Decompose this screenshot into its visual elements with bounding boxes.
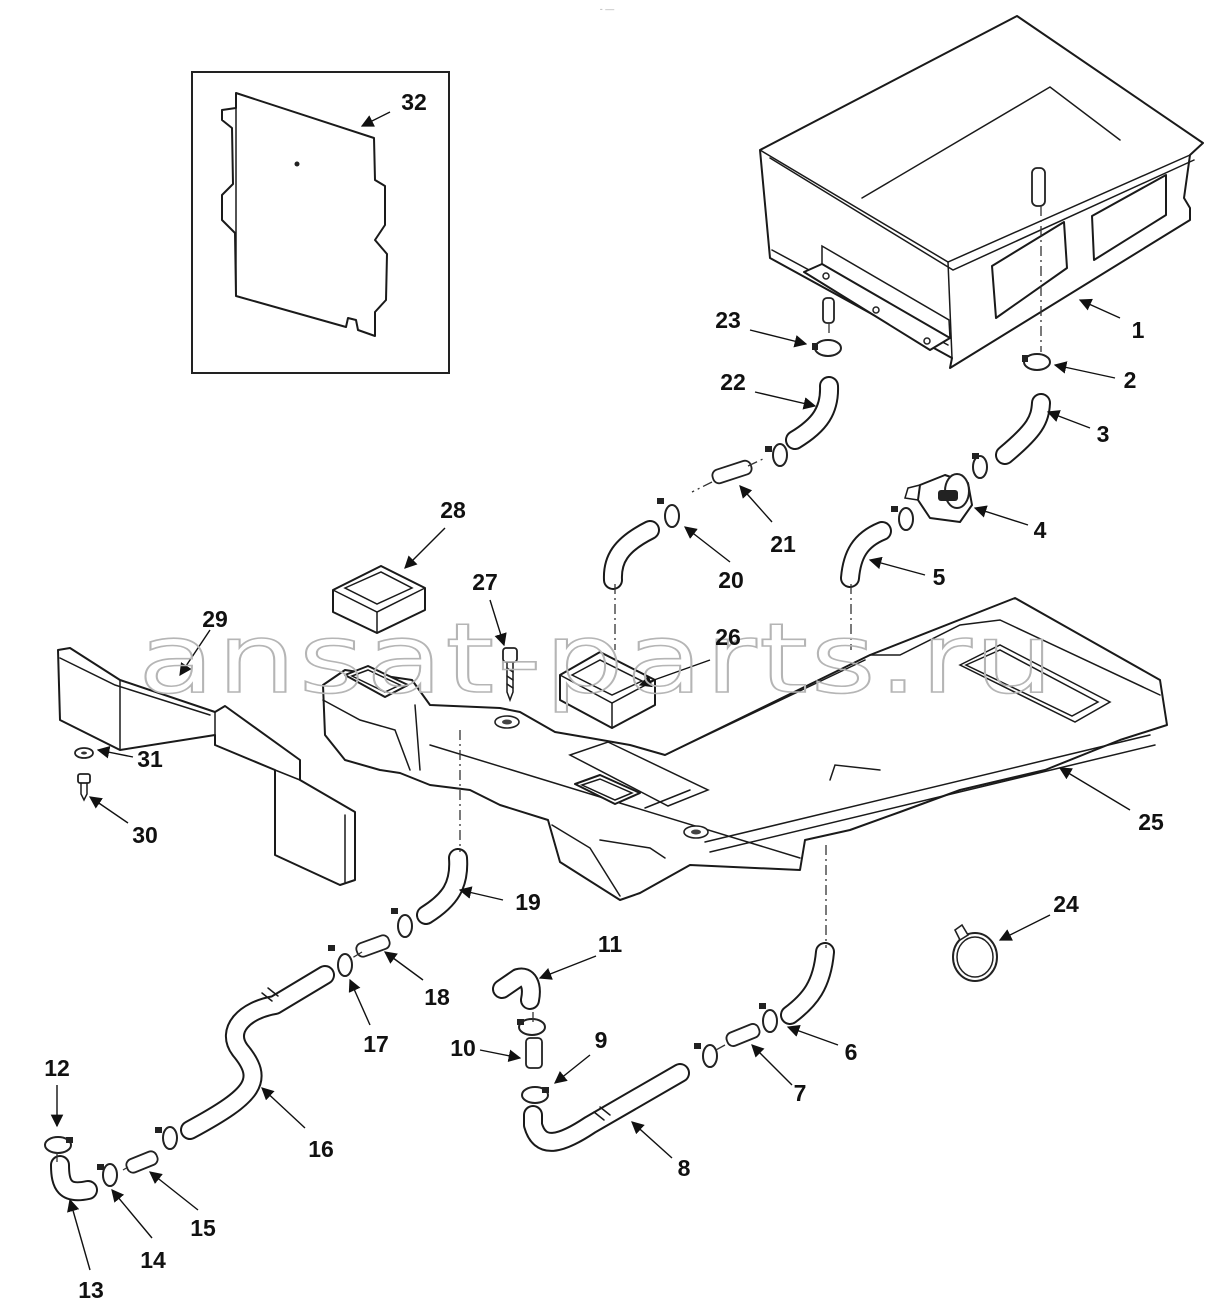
callout-26: 26 [715, 624, 741, 650]
main-duct [322, 597, 1168, 901]
callout-28: 28 [440, 497, 466, 523]
watermark: ansat-parts.ru [138, 603, 1056, 715]
callout-3: 3 [1097, 421, 1110, 447]
callout-22: 22 [720, 369, 746, 395]
callout-31: 31 [137, 746, 163, 772]
tubes [125, 459, 761, 1174]
callout-15: 15 [190, 1215, 216, 1241]
callout-6: 6 [845, 1039, 858, 1065]
inset-panel [191, 71, 450, 374]
assembly-lines [56, 206, 1042, 1171]
callout-8: 8 [678, 1155, 691, 1181]
callout-19: 19 [515, 889, 541, 915]
duct-adapter-28 [332, 565, 426, 634]
callout-24: 24 [1053, 891, 1079, 917]
callout-14: 14 [140, 1247, 166, 1273]
callout-27: 27 [472, 569, 498, 595]
callout-1: 1 [1132, 317, 1145, 343]
callout-2: 2 [1124, 367, 1137, 393]
callout-labels: 1 2 3 4 5 6 7 8 9 10 11 12 13 14 15 16 1… [44, 89, 1164, 1303]
callout-4: 4 [1034, 517, 1047, 543]
callout-5: 5 [933, 564, 946, 590]
callout-11: 11 [598, 931, 623, 957]
callout-13: 13 [78, 1277, 104, 1303]
callout-18: 18 [424, 984, 450, 1010]
callout-10: 10 [450, 1035, 476, 1061]
duct-adapter-26 [559, 651, 656, 729]
callout-12: 12 [44, 1055, 70, 1081]
washer-31 [74, 747, 94, 759]
callout-30: 30 [132, 822, 158, 848]
callout-7: 7 [794, 1080, 807, 1106]
water-valve [904, 473, 973, 523]
header-mark: - — [600, 4, 615, 14]
callout-23: 23 [715, 307, 741, 333]
heater-box [759, 15, 1204, 369]
callout-9: 9 [595, 1027, 608, 1053]
callout-17: 17 [363, 1031, 389, 1057]
callout-25: 25 [1138, 809, 1164, 835]
hoses [50, 376, 1051, 1202]
clamps [44, 339, 1051, 1187]
deflector-panel-29 [57, 647, 356, 886]
screw-30 [77, 773, 91, 802]
callout-29: 29 [202, 606, 228, 632]
callout-20: 20 [718, 567, 744, 593]
callout-16: 16 [308, 1136, 334, 1162]
leaders [50, 111, 1131, 1271]
clamp-24 [952, 923, 998, 982]
callout-32: 32 [401, 89, 427, 115]
screw-27 [502, 647, 518, 703]
callout-21: 21 [770, 531, 796, 557]
